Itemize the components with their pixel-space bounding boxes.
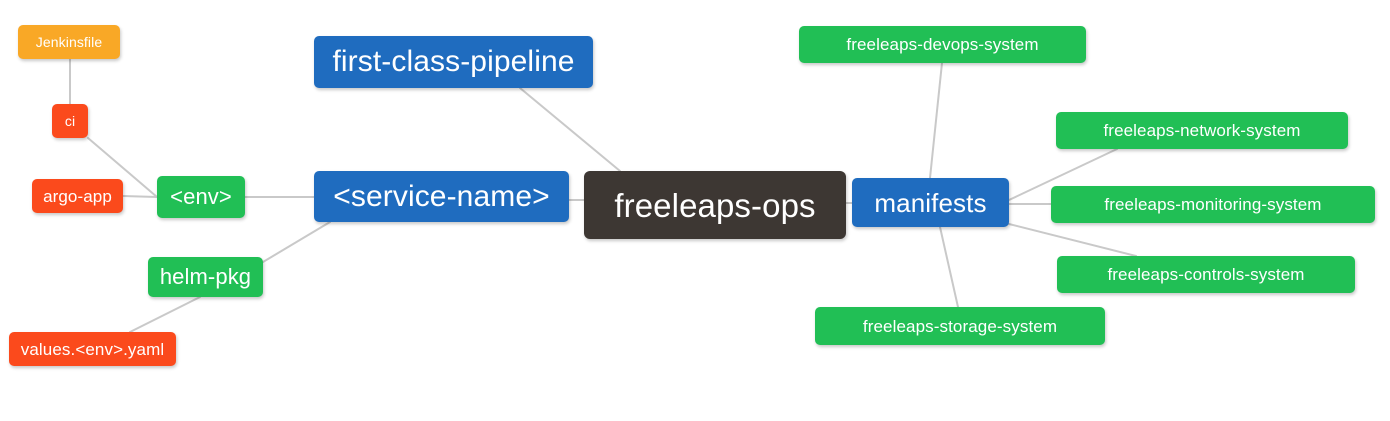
node-helm-pkg[interactable]: helm-pkg (148, 257, 263, 297)
node-controls-system[interactable]: freeleaps-controls-system (1057, 256, 1355, 293)
edge-manifests-to-controls-system (1008, 223, 1137, 257)
edge-helm-pkg-to-service-name (262, 221, 331, 263)
edge-first-class-pipeline-to-freeleaps-ops (519, 87, 621, 172)
node-first-class-pipeline[interactable]: first-class-pipeline (314, 36, 593, 88)
node-env[interactable]: <env> (157, 176, 245, 218)
node-storage-system[interactable]: freeleaps-storage-system (815, 307, 1105, 345)
node-network-system[interactable]: freeleaps-network-system (1056, 112, 1348, 149)
node-devops-system[interactable]: freeleaps-devops-system (799, 26, 1086, 63)
node-jenkinsfile[interactable]: Jenkinsfile (18, 25, 120, 59)
node-monitoring-system[interactable]: freeleaps-monitoring-system (1051, 186, 1375, 223)
edge-manifests-to-devops-system (929, 62, 943, 179)
node-argo-app[interactable]: argo-app (32, 179, 123, 213)
node-values-yaml[interactable]: values.<env>.yaml (9, 332, 176, 366)
node-manifests[interactable]: manifests (852, 178, 1009, 227)
edge-argo-app-to-env (122, 195, 158, 198)
node-service-name[interactable]: <service-name> (314, 171, 569, 222)
node-freeleaps-ops[interactable]: freeleaps-ops (584, 171, 846, 239)
edge-values-yaml-to-helm-pkg (129, 296, 201, 333)
node-ci[interactable]: ci (52, 104, 88, 138)
edge-manifests-to-storage-system (939, 226, 959, 308)
